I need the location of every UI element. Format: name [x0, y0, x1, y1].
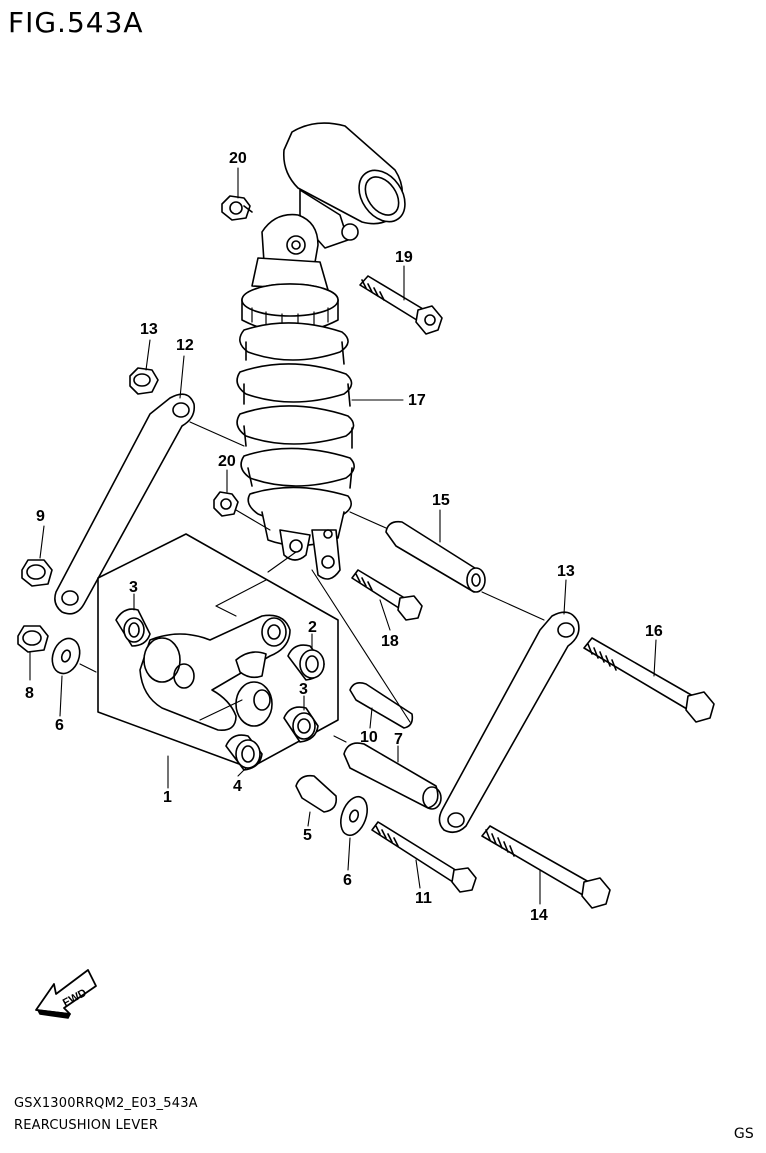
bearing-3-lower[interactable] [283, 706, 319, 743]
diagram-code: GSX1300RRQM2_E03_543A [14, 1096, 198, 1111]
callout-7: 11 [415, 890, 432, 907]
diagram-description: REARCUSHION LEVER [14, 1118, 159, 1133]
callout-13-right: 13 [557, 563, 575, 580]
nut-8[interactable] [17, 625, 49, 653]
callout-3-upper: 3 [129, 579, 138, 596]
callout-18: 19 [395, 249, 413, 266]
callout-20-top: 20 [229, 150, 247, 167]
spacer-5[interactable] [295, 774, 338, 813]
callout-15: 16 [645, 623, 663, 640]
spacer-9[interactable] [343, 742, 442, 810]
spacer-14[interactable] [385, 520, 486, 593]
bearing-4[interactable] [225, 734, 263, 771]
callout-labels: 20 19 13 12 17 20 15 9 13 3 16 2 18 3 8 … [25, 150, 663, 924]
nut-20-lower[interactable] [213, 491, 239, 517]
cushion-rod-13-left[interactable] [54, 393, 196, 615]
bearing-2[interactable] [287, 644, 325, 681]
callout-19: 18 [381, 633, 399, 650]
region-code: GS [733, 1126, 754, 1142]
callout-8: 8 [25, 685, 34, 702]
callout-17: 17 [408, 392, 426, 409]
washer-6-right[interactable] [336, 793, 372, 839]
leader-lines [29, 167, 657, 905]
fwd-arrow-icon: FWD [35, 969, 97, 1019]
callout-6-left: 6 [55, 717, 64, 734]
callout-6-right: 6 [343, 872, 352, 889]
washer-6-left[interactable] [48, 635, 85, 678]
bearing-3-upper[interactable] [115, 608, 151, 647]
callout-13-left: 12 [176, 337, 194, 354]
callout-2: 2 [308, 619, 317, 636]
callout-9: 7 [394, 731, 403, 748]
callout-1: 1 [163, 789, 172, 806]
lever-assembly-box [97, 533, 339, 769]
callout-16: 13 [140, 321, 158, 338]
nut-20-top[interactable] [221, 195, 253, 221]
cushion-lever-1[interactable] [139, 614, 291, 732]
callout-20-lower: 20 [218, 453, 236, 470]
bolt-18[interactable] [359, 275, 443, 335]
bolt-19[interactable] [351, 569, 423, 621]
bolt-10[interactable] [481, 825, 611, 909]
bolt-15[interactable] [583, 637, 715, 723]
callout-4: 4 [233, 778, 242, 795]
rear-shock-absorber[interactable] [236, 122, 414, 580]
callout-11: 9 [36, 508, 45, 525]
nut-16[interactable] [129, 367, 159, 395]
callout-12: 10 [360, 729, 378, 746]
spacer-12[interactable] [349, 682, 414, 729]
callout-10: 14 [530, 907, 548, 924]
callout-5: 5 [303, 827, 312, 844]
bolt-7[interactable] [371, 821, 477, 893]
callout-3-lower: 3 [299, 681, 308, 698]
cushion-rod-13-right[interactable] [438, 611, 580, 834]
figure-title: FIG.543A [8, 6, 144, 39]
alignment-lines [79, 421, 545, 743]
callout-14: 15 [432, 492, 450, 509]
nut-11[interactable] [21, 559, 53, 587]
